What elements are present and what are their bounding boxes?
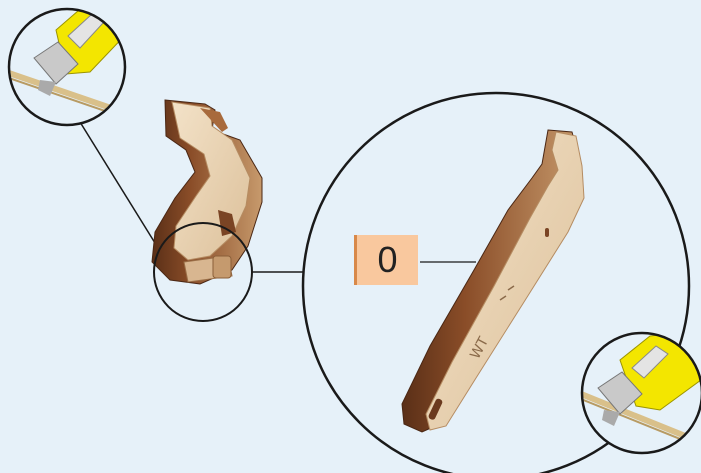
detail-circle-small <box>153 222 253 322</box>
assembled-part <box>151 99 263 285</box>
utility-knife-icon <box>7 7 127 127</box>
knife-detail-top-left <box>7 7 127 127</box>
callout-number-label: 0 <box>354 235 418 285</box>
connector-line-top-left <box>79 121 156 244</box>
wooden-part-detail: WT <box>401 129 585 433</box>
utility-knife-icon <box>580 331 701 455</box>
